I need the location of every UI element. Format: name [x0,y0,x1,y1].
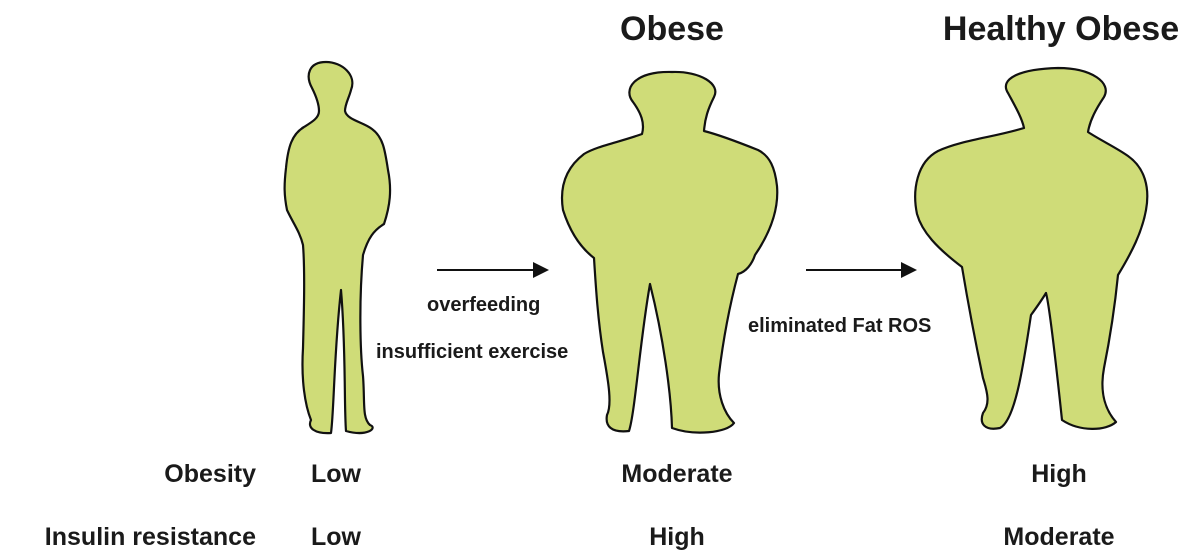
obese-figure [562,72,777,433]
healthy-obese-insulin-resistance-value: Moderate [1003,523,1114,552]
arrow-2-head [901,262,917,278]
transition-1-line-1: overfeeding [427,294,540,317]
healthy-obese-obesity-value: High [1031,460,1087,489]
lean-figure [285,62,390,433]
obesity-row-label: Obesity [164,460,256,489]
lean-insulin-resistance-value: Low [311,523,361,552]
arrow-1-head [533,262,549,278]
healthy-obese-figure [915,68,1147,429]
obese-obesity-value: Moderate [621,460,732,489]
obese-insulin-resistance-value: High [649,523,705,552]
insulin-resistance-row-label: Insulin resistance [45,523,256,552]
transition-1-line-2: insufficient exercise [376,341,568,364]
transition-2-line-1: eliminated Fat ROS [748,315,931,338]
lean-obesity-value: Low [311,460,361,489]
